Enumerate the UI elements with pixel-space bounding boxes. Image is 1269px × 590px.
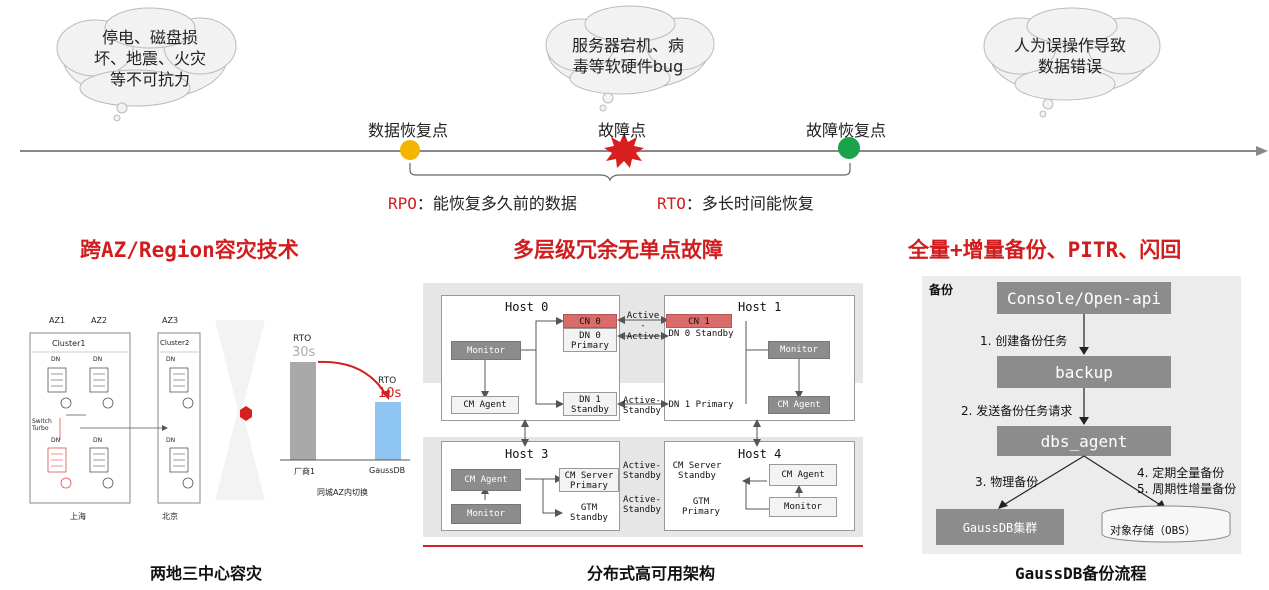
active-standby-2: Active- Standby — [623, 461, 661, 481]
fault-point-label: 故障点 — [598, 121, 647, 140]
middle-arrows-svg — [481, 316, 803, 517]
dn-label-4: DN — [51, 437, 61, 444]
host4-cm-agent: CM Agent — [769, 464, 837, 486]
dn-label-2: DN — [93, 356, 103, 363]
fault-recovery-point-dot — [838, 137, 860, 159]
host3-monitor: Monitor — [451, 504, 521, 524]
fault-point-star — [604, 133, 644, 168]
host3-cm-agent: CM Agent — [451, 469, 521, 491]
cm-server-standby-label: CM Server Standby — [672, 461, 722, 481]
city-shanghai: 上海 — [70, 512, 86, 521]
step1-label: 1. 创建备份任务 — [980, 334, 1068, 348]
az1-label: AZ1 — [49, 316, 66, 325]
dn0-standby-label: DN 0 Standby — [668, 329, 734, 339]
middle-section-caption: 分布式高可用架构 — [587, 564, 716, 583]
step4-label: 4. 定期全量备份 — [1137, 466, 1225, 480]
rto-right-label: RTO — [378, 376, 397, 386]
rpo-prefix: RPO — [388, 194, 417, 213]
city-beijing: 北京 — [162, 512, 178, 521]
rpo-desc: ：能恢复多久前的数据 — [416, 194, 577, 213]
active-label-1: Active — [626, 311, 660, 321]
rto-left-label: RTO — [293, 334, 312, 344]
backup-arrows-svg — [998, 314, 1231, 543]
right-section-caption: GaussDB备份流程 — [1015, 564, 1147, 583]
host4-label: Host 4 — [738, 447, 782, 461]
cloud-right — [983, 7, 1161, 118]
cloud-left-text: 停电、磁盘损 坏、地震、火灾 等不可抗力 — [93, 28, 206, 89]
host3-label: Host 3 — [505, 447, 549, 461]
dn0-primary-box: DN 0 Primary — [563, 328, 617, 352]
bar-gaussdb-label: GaussDB — [369, 466, 406, 475]
host0-label: Host 0 — [505, 300, 549, 314]
cloud-middle — [545, 5, 715, 112]
rto-desc: ：多长时间能恢复 — [685, 194, 814, 213]
active-standby-1: Active- Standby — [623, 396, 661, 416]
bar-gaussdb — [375, 402, 401, 460]
active-label-2: Active — [626, 332, 660, 342]
dn-label-5: DN — [93, 437, 103, 444]
dn1-standby-box: DN 1 Standby — [563, 392, 617, 416]
host0-cm-agent: CM Agent — [451, 396, 519, 414]
middle-underline — [423, 545, 863, 547]
left-diagram-svg — [29, 320, 410, 504]
timeline-svg — [20, 5, 1268, 182]
step5-label: 5. 周期性增量备份 — [1137, 482, 1237, 496]
az3-label: AZ3 — [162, 316, 179, 325]
middle-section-title: 多层级冗余无单点故障 — [513, 238, 723, 262]
left-section-caption: 两地三中心容灾 — [150, 564, 263, 583]
host0-monitor: Monitor — [451, 341, 521, 360]
backup-box: backup — [997, 356, 1171, 388]
rto-left-value: 30s — [292, 345, 316, 360]
gtm-primary-label: GTM Primary — [682, 497, 720, 517]
recovery-point-label: 数据恢复点 — [368, 121, 449, 140]
cloud-left — [56, 7, 237, 122]
step3-label: 3. 物理备份 — [975, 475, 1039, 489]
cluster1-label: Cluster1 — [52, 339, 86, 348]
backup-panel-label: 备份 — [929, 283, 954, 297]
gtm-standby-label: GTM Standby — [570, 503, 608, 523]
host4-monitor: Monitor — [769, 497, 837, 517]
step2-label: 2. 发送备份任务请求 — [961, 404, 1073, 418]
gaussdb-cluster-box: GaussDB集群 — [936, 509, 1064, 545]
fault-recovery-point-label: 故障恢复点 — [806, 121, 887, 140]
bar-vendor-label: 厂商1 — [294, 467, 316, 476]
recovery-point-dot — [400, 140, 420, 160]
host1-label: Host 1 — [738, 300, 782, 314]
active-standby-3: Active- Standby — [623, 495, 661, 515]
rpo-text: RPO：能恢复多久前的数据 — [388, 190, 577, 214]
active-dash: - — [640, 321, 646, 331]
rto-prefix: RTO — [657, 194, 686, 213]
obs-label: 对象存储（OBS） — [1110, 524, 1196, 537]
rto-text: RTO：多长时间能恢复 — [657, 190, 814, 214]
dn-label-6: DN — [166, 437, 176, 444]
rto-right-value: 10s — [378, 386, 402, 401]
left-section-title: 跨AZ/Region容灾技术 — [80, 238, 299, 262]
right-section-title: 全量+增量备份、PITR、闪回 — [908, 238, 1182, 262]
cluster2-label: Cluster2 — [160, 339, 190, 347]
same-city-footer: 同城AZ内切换 — [317, 488, 368, 497]
dn1-primary-label: DN 1 Primary — [668, 400, 734, 410]
cm-server-primary-box: CM Server Primary — [559, 468, 619, 492]
console-open-api-box: Console/Open-api — [997, 282, 1171, 314]
host1-cm-agent: CM Agent — [768, 396, 830, 414]
dn-label-3: DN — [166, 356, 176, 363]
cn1-box: CN 1 — [666, 314, 732, 328]
host1-monitor: Monitor — [768, 341, 830, 359]
dn-label-1: DN — [51, 356, 61, 363]
dbs-agent-box: dbs_agent — [997, 426, 1171, 456]
cloud-right-text: 人为误操作导致 数据错误 — [1013, 36, 1126, 76]
switch-turbo-label: Switch Turbo — [32, 418, 52, 432]
cn0-box: CN 0 — [563, 314, 617, 328]
az2-label: AZ2 — [91, 316, 108, 325]
cloud-middle-text: 服务器宕机、病 毒等软硬件bug — [571, 36, 684, 76]
bar-vendor — [290, 362, 316, 460]
